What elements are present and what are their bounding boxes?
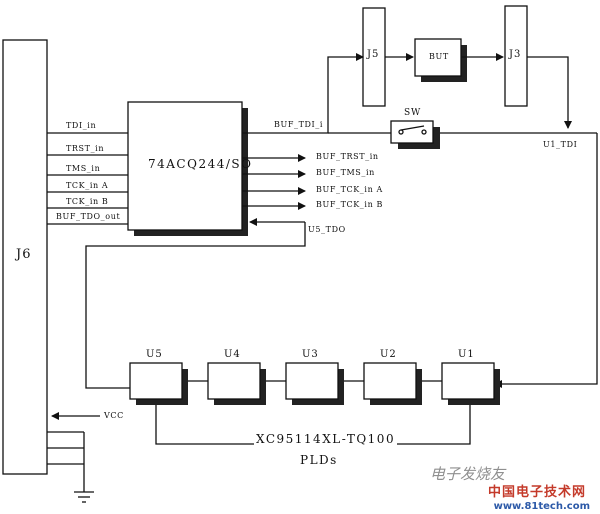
sw-contact-right — [421, 129, 427, 135]
wire-u5-tdo-return — [85, 222, 306, 389]
pin-label-tck-in-b: TCK_in B — [66, 197, 109, 206]
j6-connector — [2, 39, 48, 475]
watermark-site-name: 中国电子技术网 — [487, 485, 586, 500]
pld-u3 — [285, 362, 339, 400]
pin-label-tck-in-a: TCK_in A — [66, 181, 109, 190]
pin-label-tms-in: TMS_in — [66, 164, 101, 173]
pld-u1 — [441, 362, 495, 400]
but-label: BUT — [429, 52, 449, 61]
pld-label-u3: U3 — [302, 349, 319, 360]
j6-label: J6 — [16, 247, 32, 262]
out-label-buf-tck-a: BUF_TCK_in A — [316, 185, 383, 194]
pin-label-trst-in: TRST_in — [66, 144, 105, 153]
but-block — [414, 38, 462, 77]
pin-label-buf-tdo-out: BUF_TDO_out — [56, 212, 121, 221]
buffer-chip-label: 74ACQ244/SO — [148, 157, 253, 171]
pld-label-u4: U4 — [224, 349, 241, 360]
pld-u2 — [363, 362, 417, 400]
wire-j3-to-u1 — [527, 56, 572, 129]
sw-label: SW — [404, 108, 422, 118]
out-label-buf-tms: BUF_TMS_in — [316, 168, 375, 177]
pld-label-u1: U1 — [458, 349, 475, 360]
u1-tdi-label: U1_TDI — [543, 140, 578, 149]
buffer-chip — [127, 101, 243, 231]
wire-buf-tdi-to-j5 — [242, 53, 364, 134]
pin-label-tdi-in: TDI_in — [66, 121, 97, 130]
out-label-buf-tck-b: BUF_TCK_in B — [316, 200, 383, 209]
pld-label-u2: U2 — [380, 349, 397, 360]
pld-part-label: XC95114XL-TQ100 — [254, 432, 398, 446]
pld-u4 — [207, 362, 261, 400]
watermark-script: 电子发烧友 — [429, 465, 505, 483]
u5-tdo-label: U5_TDO — [308, 225, 346, 234]
buf-tdi-label: BUF_TDI_i — [274, 120, 324, 129]
sw-lever — [400, 125, 425, 131]
vcc-label: VCC — [104, 411, 124, 420]
pld-u5 — [129, 362, 183, 400]
j3-label: J3 — [509, 49, 522, 60]
sw-switch — [390, 120, 434, 144]
pld-caption: PLDs — [300, 453, 338, 467]
wire-u1-tdi-chain — [494, 133, 598, 388]
pld-label-u5: U5 — [146, 349, 163, 360]
j3-connector — [504, 5, 528, 107]
j5-label: J5 — [367, 49, 380, 60]
out-label-buf-trst: BUF_TRST_in — [316, 152, 379, 161]
watermark-url: www.81tech.com — [493, 501, 590, 512]
